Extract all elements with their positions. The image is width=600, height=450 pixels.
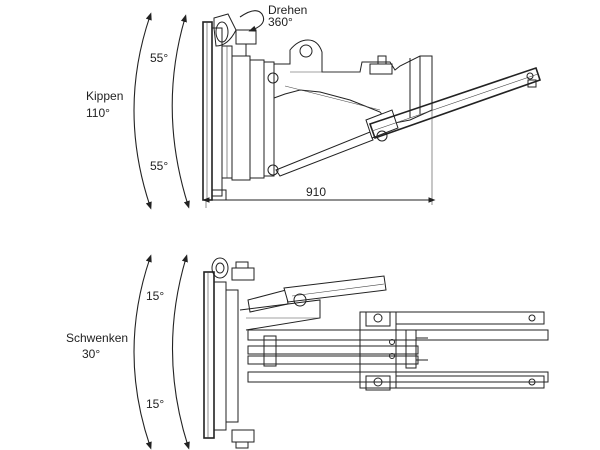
dimension-910 [202, 110, 436, 208]
rotate-value: 360° [268, 15, 293, 29]
frame-bar-lower [247, 371, 549, 383]
top-view-drawing: Schwenken 30° 15° 15° [66, 254, 549, 450]
tilt-arc-outer [133, 12, 152, 210]
carriage [359, 311, 397, 389]
top-lug [215, 21, 229, 43]
frame-bar-upper [247, 329, 549, 341]
dimension-label: 910 [306, 185, 326, 199]
rotator-plate [202, 21, 213, 201]
swivel-arc-inner [171, 254, 190, 450]
rotate-label: Drehen [268, 3, 307, 17]
swivel-arc-outer [133, 254, 152, 450]
tilt-cylinder-housing [231, 55, 251, 181]
mount-bracket [273, 39, 433, 125]
tilt-angle-lower: 55° [150, 159, 168, 173]
swivel-label: Schwenken [66, 331, 128, 345]
rotate-arrow [239, 10, 265, 32]
swivel-angle-lower: 15° [146, 397, 164, 411]
rotator-ring [211, 27, 223, 197]
arm-end-lower [395, 375, 545, 389]
plate-front [203, 271, 215, 439]
swivel-cylinder [247, 275, 387, 313]
tilt-value: 110° [86, 106, 110, 120]
side-view-drawing: Drehen 360° Kippen 110° 55° 55° 910 [86, 3, 542, 210]
arm-end-upper [395, 311, 545, 325]
swivel-angle-upper: 15° [146, 289, 164, 303]
bracket-pin-top [299, 44, 313, 58]
tilt-cylinder-core [249, 59, 265, 179]
tilt-label: Kippen [86, 89, 123, 103]
plate-lug-bottom [231, 429, 255, 443]
boom-arm [368, 66, 542, 140]
tilt-angle-upper: 55° [150, 51, 168, 65]
swivel-value: 30° [82, 347, 100, 361]
tilt-arc-inner [171, 14, 190, 209]
plate-lug-top [211, 257, 229, 279]
